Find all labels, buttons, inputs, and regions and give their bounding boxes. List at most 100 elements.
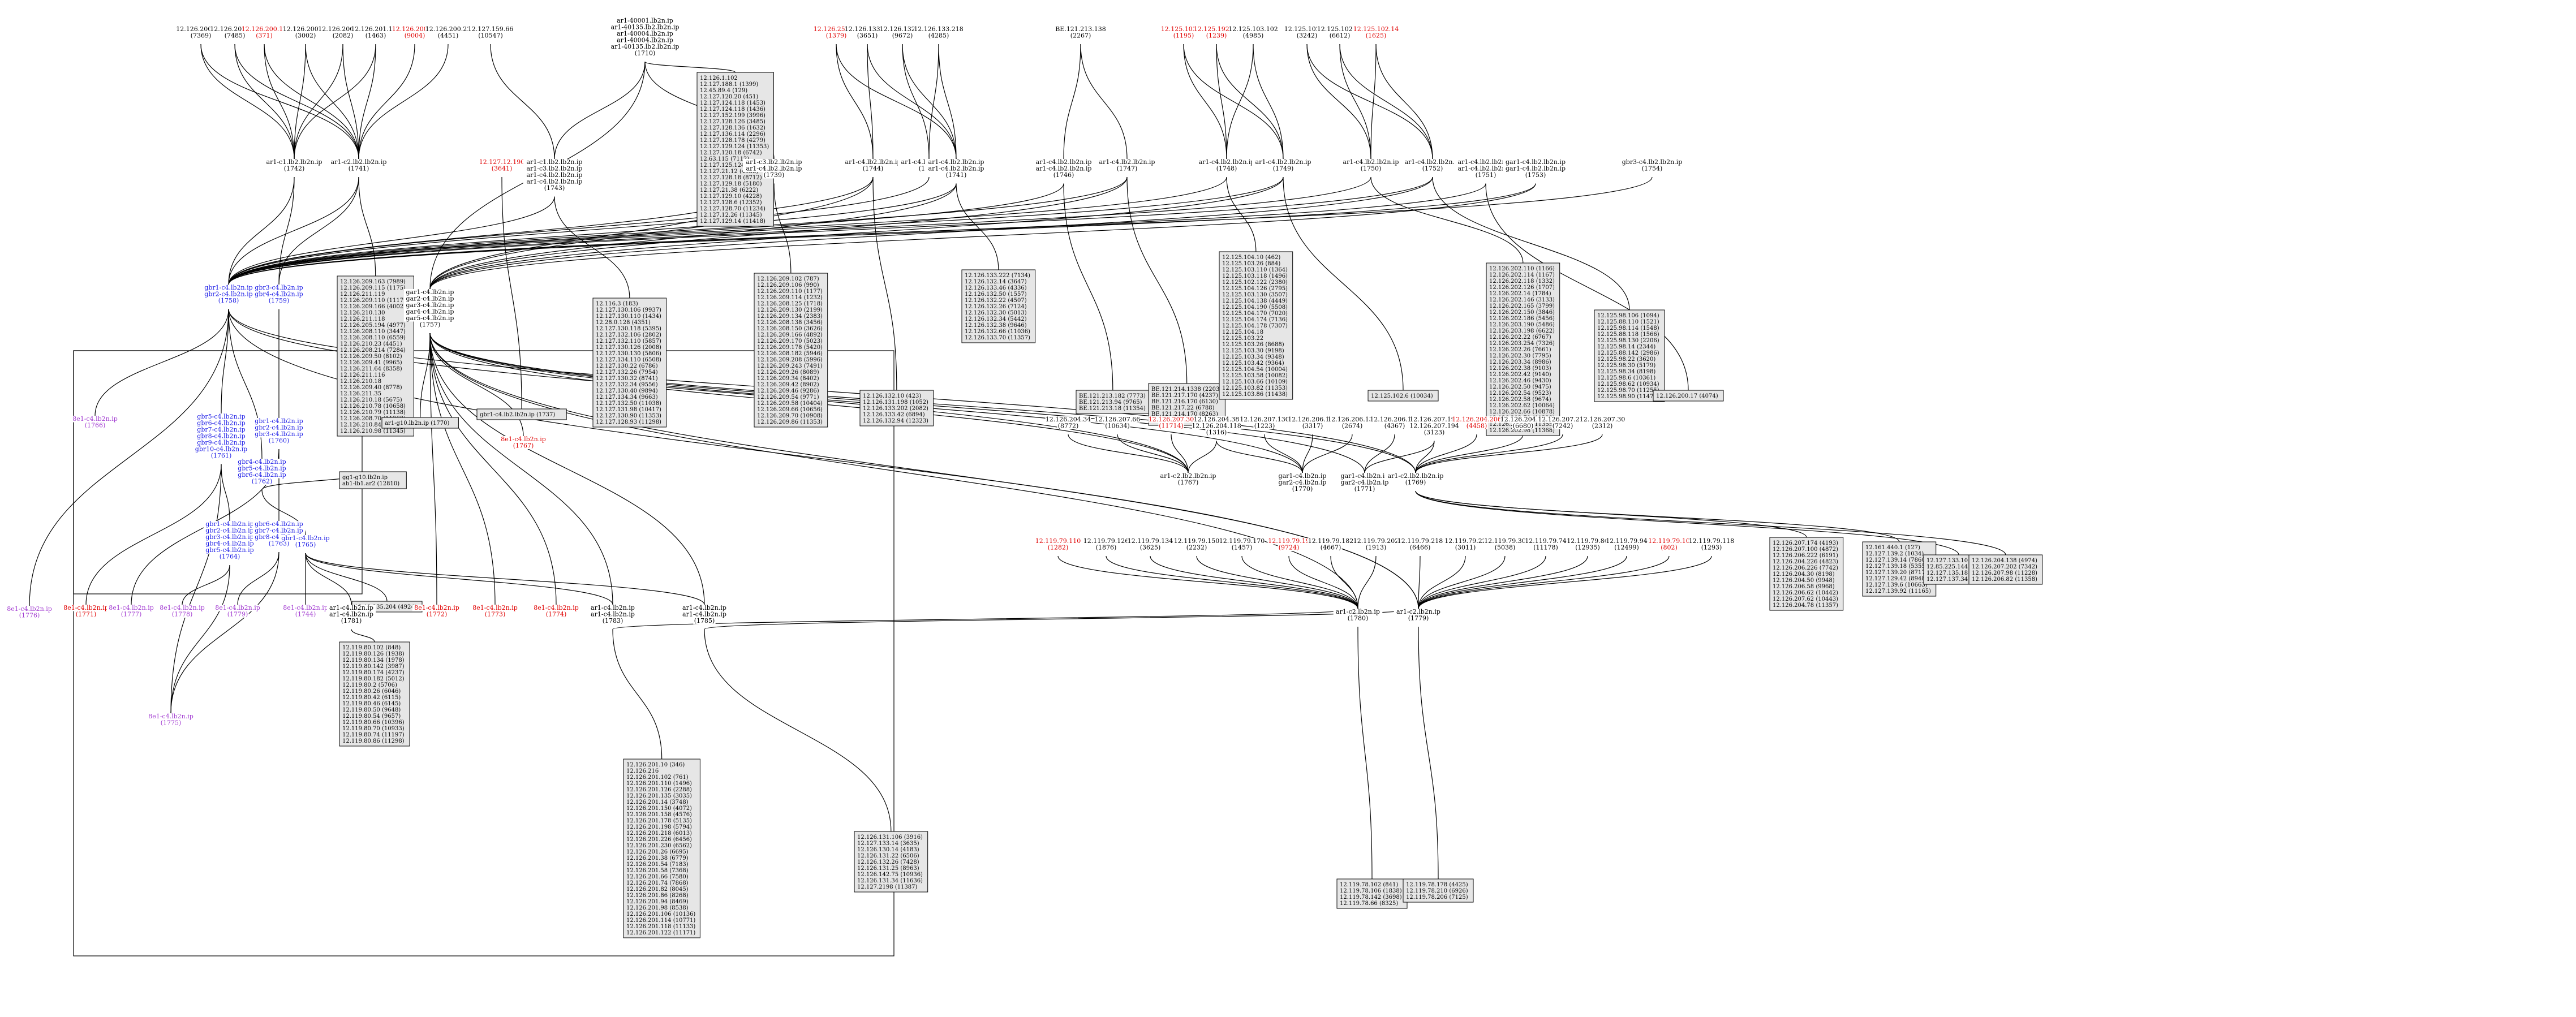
cluster-frame [73, 350, 894, 956]
node-label-backdrop [1566, 538, 1609, 545]
node-label-backdrop [1215, 165, 1238, 172]
address-line: 12.126.202.26 (7661) [1489, 347, 1551, 353]
address-box-border [337, 275, 414, 437]
router-node: 12.119.79.74(11178) [1524, 537, 1567, 551]
address-line: 12.119.78.178 (4425) [1406, 882, 1468, 888]
node-label: 8e1-c4.lb2n.ip [414, 604, 459, 611]
address-line: 12.126.201.26 (6695) [626, 849, 689, 855]
address-line: 12.127.139.18 (5355) [1865, 563, 1928, 570]
node-label: (1772) [427, 611, 448, 618]
node-label-backdrop [1454, 165, 1517, 172]
node-label-backdrop [1353, 486, 1376, 493]
node-label-backdrop [609, 44, 681, 50]
address-line: 12.127.134.34 (9663) [596, 394, 658, 400]
node-label: gbr1-c4.lb2n.ip [255, 417, 303, 425]
node-label: gbr2-c4.lb2n.ip [204, 291, 252, 298]
graph-edge [94, 309, 229, 416]
graph-edge [228, 176, 930, 285]
address-line: 12.125.104.54 (10004) [1222, 367, 1288, 373]
address-line: 12.119.80.74 (11197) [342, 732, 405, 738]
node-label: (3651) [857, 32, 878, 40]
address-line: 12.127.139.2 (1034) [1865, 551, 1924, 557]
node-label-backdrop [1032, 165, 1095, 172]
node-label: 12.126.204.118 [1192, 423, 1241, 430]
address-line: 12.127.21.38 (6222) [700, 187, 758, 193]
node-label-backdrop [1193, 416, 1240, 423]
graph-edge [1415, 434, 1477, 473]
node-label-backdrop [252, 431, 306, 438]
address-line: 12.126.209.70 (10908) [757, 413, 823, 419]
node-label: gbr1-c4.lb2n.ip [204, 284, 252, 291]
node-label-backdrop [1052, 172, 1075, 179]
address-line: 12.125.88.118 (1566) [1597, 331, 1659, 338]
address-line: 12.126.201.158 (4576) [626, 812, 692, 818]
address-line: 12.127.120.18 (6742) [700, 150, 762, 156]
node-label: gbr3-c4.lb2n.ip [205, 533, 253, 541]
address-line: 12.125.104.10 (462) [1222, 255, 1280, 261]
node-label-backdrop [281, 605, 330, 611]
node-label-backdrop [255, 32, 274, 39]
node-label-backdrop [1365, 544, 1387, 551]
node-label: (5038) [1495, 544, 1516, 551]
node-label: ar1-40001.lb2n.ip [617, 17, 673, 24]
address-list-box: 12.126.133.222 (7134)12.126.132.14 (3647… [961, 269, 1036, 343]
node-label: gar4-c4.lb2n.ip [406, 308, 454, 316]
address-line: gg1-g10.lb2n.ip [342, 475, 388, 481]
address-line: 12.125.98.6 (10361) [1597, 375, 1655, 381]
node-label: gar1-c4.lb2n.ip [406, 288, 454, 296]
node-label: ar1-c4.lb2n.ip [329, 604, 373, 611]
node-label-backdrop [1700, 544, 1723, 551]
address-line: 12.126.201.226 (6456) [626, 837, 692, 843]
graph-edge [1418, 555, 1627, 609]
router-node: ar1-c4.lb2.lb2n.ip(1752) [1401, 158, 1464, 173]
address-box-border [339, 471, 407, 489]
node-label: ar1-40135.lb2.lb2n.ip [611, 43, 680, 50]
address-line: 12.127.129.124 (11353) [700, 144, 769, 150]
node-label-backdrop [914, 26, 964, 33]
node-label-backdrop [1104, 423, 1130, 429]
router-node: 8e1-c4.lb2n.ip(1778) [157, 604, 207, 618]
node-label-backdrop [235, 459, 289, 466]
address-list-box: 12.119.78.102 (841)12.119.78.106 (1838)1… [1336, 878, 1408, 909]
address-line: 12.127.130.90 (11353) [596, 413, 661, 419]
address-line: 12.127.130.40 (9894) [596, 388, 658, 394]
node-label-backdrop [251, 478, 273, 485]
address-line: 12.125.104.126 (2795) [1222, 286, 1288, 292]
node-label: (371) [256, 32, 273, 40]
node-label: gbr6-c4.lb2n.ip [238, 471, 286, 479]
node-label: 12.126.207.30 [1580, 416, 1625, 423]
node-label: ar1-c2.lb2n.ip [1336, 608, 1380, 615]
address-line: 12.127.132.110 (5857) [596, 338, 661, 344]
node-label: (1763) [269, 540, 290, 548]
address-line: 12.126.204.50 (9948) [1773, 578, 1835, 584]
address-line: 12.127.129.10 (4228) [700, 193, 762, 200]
node-label-backdrop [326, 611, 376, 618]
node-label-backdrop [615, 31, 675, 37]
address-box-border [754, 273, 828, 428]
node-label: ar1-c4.lb2.lb2n.ip [1343, 158, 1399, 166]
node-label-backdrop [1502, 165, 1569, 172]
node-label: gbr3-c4.lb2.lb2n.ip [1622, 158, 1682, 166]
address-line: 12.126.202.66 (10878) [1489, 409, 1555, 415]
node-label-backdrop [924, 159, 988, 166]
node-label-backdrop [484, 611, 506, 618]
graph-edge [1171, 434, 1189, 473]
address-line: 12.126.132.30 (5013) [965, 310, 1027, 316]
graph-edge [1415, 434, 1563, 473]
address-list-box: 12.116.3 (183)12.127.130.106 (9937)12.12… [592, 298, 667, 428]
node-label-backdrop [327, 159, 390, 166]
address-line: 12.126.132.26 (7124) [965, 304, 1027, 310]
node-label-backdrop [1347, 615, 1369, 622]
node-label-backdrop [1127, 538, 1173, 545]
node-label: (1785) [694, 617, 715, 624]
address-line: ar1-g10.lb2n.ip (1770) [385, 420, 449, 426]
address-line: 12.126.203.34 (8986) [1489, 359, 1551, 365]
node-label: 12.119.79.30 [1484, 537, 1525, 545]
address-line: 12.127.188.1 (1399) [700, 81, 758, 88]
address-list-box: ar1-g10.lb2n.ip (1770) [381, 417, 459, 429]
node-label-backdrop [1641, 165, 1663, 172]
graph-edge [429, 333, 705, 605]
router-node: ar1-c4.lb2.lb2n.ip(1750) [1339, 158, 1403, 173]
node-label: gbr1-c4.lb2n.ip [281, 535, 329, 542]
